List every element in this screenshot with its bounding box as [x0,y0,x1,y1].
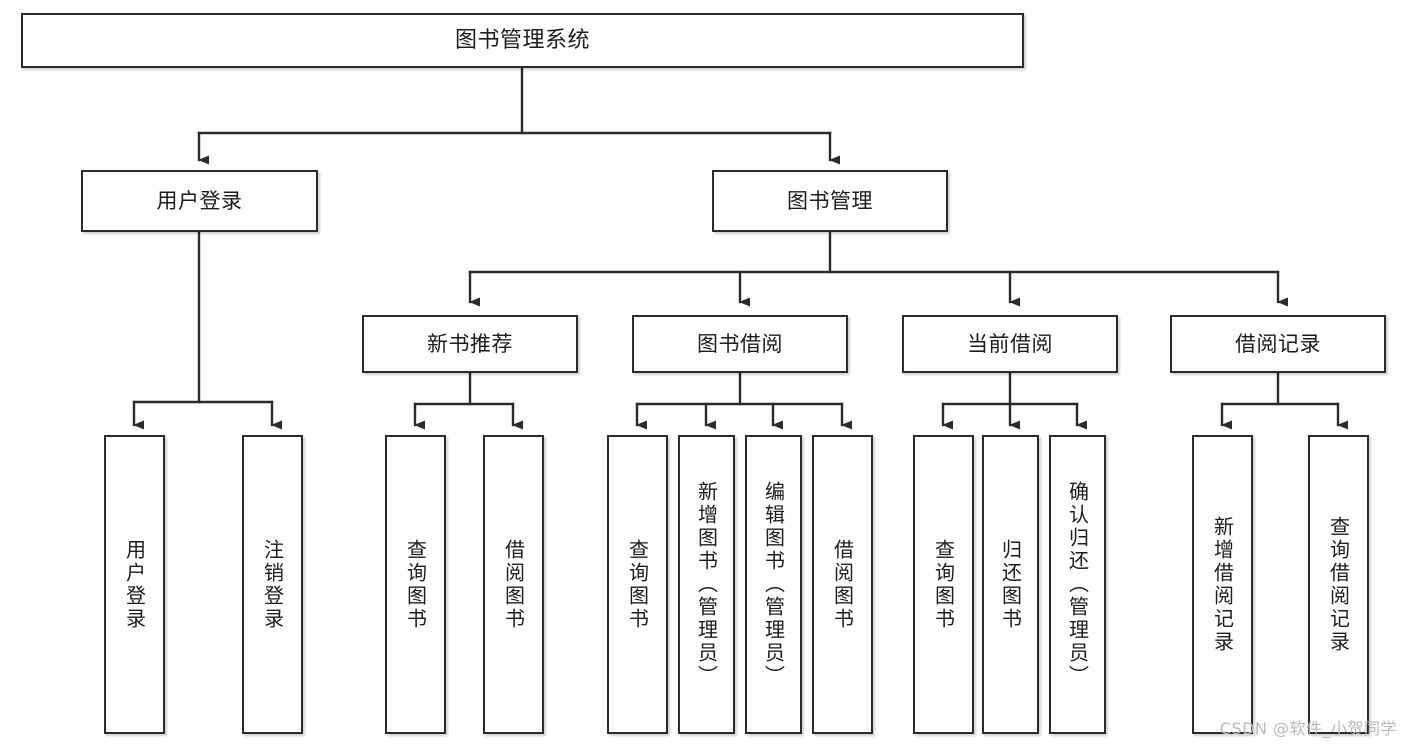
node-new-book-recommend[interactable]: 新书推荐 [362,315,578,373]
leaf-confirm-return-admin[interactable]: 确认归还（管理员） [1049,435,1106,734]
watermark-text: CSDN @软件_小贺同学 [1219,719,1397,738]
node-label: 用户登录 [122,538,147,631]
node-label: 新增借阅记录 [1210,515,1235,654]
leaf-borrow-book-recommend[interactable]: 借阅图书 [483,435,544,734]
node-root-system[interactable]: 图书管理系统 [21,13,1024,68]
node-borrow-records[interactable]: 借阅记录 [1170,315,1386,373]
node-label: 借阅图书 [830,538,855,631]
leaf-logout[interactable]: 注销登录 [242,435,303,734]
node-label: 查询借阅记录 [1326,515,1351,654]
node-label: 图书借阅 [697,331,783,356]
node-label: 确认归还（管理员） [1065,481,1090,688]
node-label: 查询图书 [625,538,650,631]
leaf-add-borrow-record[interactable]: 新增借阅记录 [1192,435,1253,734]
leaf-query-book-recommend[interactable]: 查询图书 [385,435,446,734]
node-label: 借阅记录 [1235,331,1321,356]
node-label: 编辑图书（管理员） [761,481,786,688]
node-label: 借阅图书 [501,538,526,631]
node-label: 图书管理 [787,188,873,213]
node-label: 当前借阅 [967,331,1053,356]
leaf-borrow-book[interactable]: 借阅图书 [812,435,873,734]
leaf-edit-book-admin[interactable]: 编辑图书（管理员） [745,435,802,734]
node-current-borrow[interactable]: 当前借阅 [902,315,1118,373]
leaf-query-borrow-record[interactable]: 查询借阅记录 [1308,435,1369,734]
node-label: 查询图书 [403,538,428,631]
node-book-management[interactable]: 图书管理 [712,170,948,232]
leaf-add-book-admin[interactable]: 新增图书（管理员） [678,435,735,734]
node-label: 注销登录 [260,538,285,631]
node-label: 归还图书 [998,538,1023,631]
leaf-query-book-borrow[interactable]: 查询图书 [607,435,668,734]
node-label: 用户登录 [156,188,243,213]
leaf-return-book[interactable]: 归还图书 [982,435,1039,734]
node-label: 新增图书（管理员） [694,481,719,688]
node-user-login[interactable]: 用户登录 [81,170,318,232]
node-book-borrow[interactable]: 图书借阅 [632,315,848,373]
node-label: 查询图书 [931,538,956,631]
leaf-query-book-current[interactable]: 查询图书 [913,435,974,734]
leaf-user-login[interactable]: 用户登录 [104,435,165,734]
node-label: 图书管理系统 [454,27,590,53]
node-label: 新书推荐 [427,331,513,356]
